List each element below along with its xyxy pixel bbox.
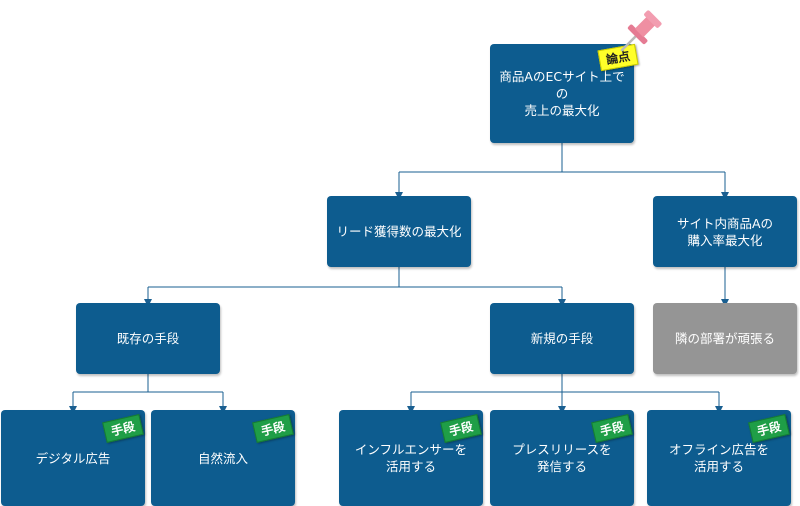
new-methods-label: 新規の手段 bbox=[530, 331, 594, 346]
purchase-rate-label: サイト内商品Aの 購入率最大化 bbox=[676, 215, 774, 248]
new-methods-node: 新規の手段 bbox=[490, 303, 634, 374]
connector-new-split bbox=[411, 374, 719, 393]
digital-ads-label: デジタル広告 bbox=[35, 450, 111, 466]
connector-lead-split bbox=[148, 267, 562, 288]
lead-acquisition-node: リード獲得数の最大化 bbox=[327, 196, 471, 267]
pushpin-icon bbox=[620, 10, 662, 52]
offline-ads-node: オフライン広告を 活用する bbox=[647, 410, 791, 506]
root-label: 商品AのECサイト上での 売上の最大化 bbox=[499, 69, 625, 118]
neighbor-department-node: 隣の部署が頑張る bbox=[653, 303, 797, 374]
lead-acquisition-label: リード獲得数の最大化 bbox=[336, 224, 462, 239]
purchase-rate-node: サイト内商品Aの 購入率最大化 bbox=[653, 196, 797, 267]
existing-methods-label: 既存の手段 bbox=[116, 331, 180, 346]
neighbor-department-label: 隣の部署が頑張る bbox=[674, 331, 775, 346]
offline-ads-label: オフライン広告を 活用する bbox=[668, 442, 769, 474]
existing-methods-node: 既存の手段 bbox=[76, 303, 220, 374]
influencer-label: インフルエンサーを 活用する bbox=[354, 442, 468, 474]
connector-existing-split bbox=[73, 374, 223, 393]
press-release-label: プレスリリースを 発信する bbox=[512, 442, 612, 474]
connector-root bbox=[399, 143, 725, 173]
organic-traffic-label: 自然流入 bbox=[197, 450, 248, 466]
